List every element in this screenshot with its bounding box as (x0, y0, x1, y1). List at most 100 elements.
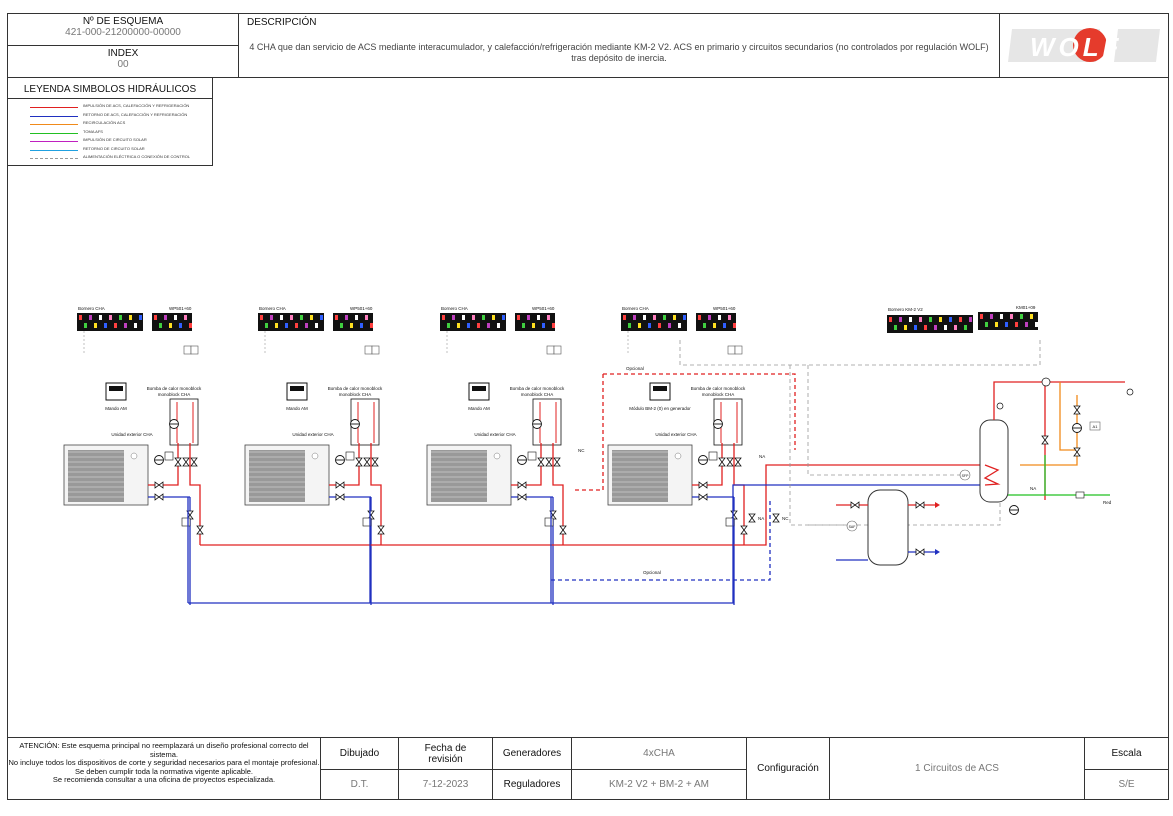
dibujado-label: Dibujado (339, 748, 380, 759)
a1-label: A1 (1093, 424, 1099, 429)
valve-body (517, 493, 527, 501)
bomba-label: Bomba de calor monoblock (510, 386, 565, 391)
terminal (537, 315, 540, 320)
valve-body (772, 513, 780, 523)
terminal (517, 315, 520, 320)
dhw-tank (979, 419, 1009, 503)
terminal (89, 315, 92, 320)
terminal (919, 317, 922, 322)
terminal (1000, 314, 1003, 319)
expansion-icon (527, 451, 537, 461)
meter-icon (1075, 491, 1085, 499)
fecha-label-cell: Fecha de revisión (398, 737, 493, 770)
shower-icon (1126, 388, 1134, 396)
shutoff-valve (545, 457, 553, 467)
optional-return (551, 500, 771, 581)
shutoff-valve (740, 525, 748, 535)
shutoff-valve (335, 493, 345, 501)
terminal (280, 315, 283, 320)
filter-icon (362, 517, 372, 527)
optional-label-2: Opcional (643, 570, 661, 575)
outdoor-badge (674, 452, 682, 460)
legend-item: IMPULSIÓN DE ACS, CALEFACCIÓN Y REFRIGER… (8, 103, 208, 111)
generadores-label-cell: Generadores (492, 737, 572, 770)
shutoff-valve (196, 525, 204, 535)
terminal (365, 315, 368, 320)
mando-label: Mando AM (105, 406, 127, 411)
logo-cell: WOLF (999, 13, 1169, 78)
bomba-label-2: monoblock CHA (521, 392, 554, 397)
footer-warning: ATENCIÓN: Este esquema principal no reem… (7, 737, 321, 800)
terminal (315, 323, 318, 328)
warning-line: Se recomienda consultar a una oficina de… (52, 775, 276, 784)
terminal (467, 323, 470, 328)
valve-body (1073, 405, 1081, 415)
wp-module (152, 313, 192, 331)
terminal (683, 315, 686, 320)
shutoff-valve (772, 513, 780, 523)
shutoff-valve (377, 525, 385, 535)
terminal (633, 315, 636, 320)
outdoor-fan-grille (431, 450, 487, 502)
main-return-header (188, 484, 985, 604)
supply-riser (189, 443, 201, 545)
legend-line-swatch (30, 158, 78, 159)
terminal (502, 315, 505, 320)
warning-line: No incluye todos los dispositivos de cor… (8, 758, 320, 767)
terminal (492, 315, 495, 320)
shutoff-valve (748, 513, 756, 523)
fecha-value: 7-12-2023 (422, 779, 469, 790)
controller-screen (290, 386, 304, 391)
optional-supply (603, 373, 796, 450)
generadores-label: Generadores (502, 748, 562, 759)
terminal (119, 315, 122, 320)
terminal (370, 323, 373, 328)
main-supply-header (200, 464, 985, 546)
recirculation-return (1020, 395, 1078, 466)
valve-body (335, 493, 345, 501)
buffer-tank (867, 489, 909, 566)
fecha-label: Fecha de revisión (424, 742, 467, 765)
terminal (1015, 322, 1018, 327)
terminal (894, 325, 897, 330)
valve-body (154, 481, 164, 489)
controller-icon (105, 382, 127, 401)
terminal (678, 323, 681, 328)
valve-body (748, 513, 756, 523)
terminal (345, 315, 348, 320)
terminal (114, 323, 117, 328)
terminal (643, 315, 646, 320)
km-bornero-label: Bornero KM-2 V2 (888, 307, 923, 312)
terminal (129, 315, 132, 320)
index-label: INDEX (107, 48, 139, 59)
terminal (653, 315, 656, 320)
legend-line-swatch (30, 107, 78, 108)
terminal (623, 315, 626, 320)
controller-screen (472, 386, 486, 391)
wp-label: WP501+60 (169, 306, 192, 311)
terminal (497, 323, 500, 328)
terminal (648, 323, 651, 328)
shutoff-valve (698, 493, 708, 501)
terminal (532, 323, 535, 328)
terminal (99, 315, 102, 320)
terminal (663, 315, 666, 320)
legend-item-label: RETORNO DE CIRCUITO SOLAR (83, 145, 145, 151)
optional-supply (572, 374, 604, 491)
terminal (320, 315, 323, 320)
terminal (990, 314, 993, 319)
saf-sensor (846, 520, 858, 532)
terminal (270, 315, 273, 320)
reguladores-label-cell: Reguladores (492, 769, 572, 800)
valve-body (740, 525, 748, 535)
valve-body (174, 457, 182, 467)
wp-label: WP501+60 (350, 306, 373, 311)
terminal (462, 315, 465, 320)
terminal (275, 323, 278, 328)
supply-pipe (329, 443, 360, 486)
wp-module (333, 313, 373, 331)
description-text: 4 CHA que dan servicio de ACS mediante i… (249, 42, 989, 63)
terminal (547, 315, 550, 320)
sensor-box (371, 345, 380, 355)
supply-riser (552, 443, 564, 545)
